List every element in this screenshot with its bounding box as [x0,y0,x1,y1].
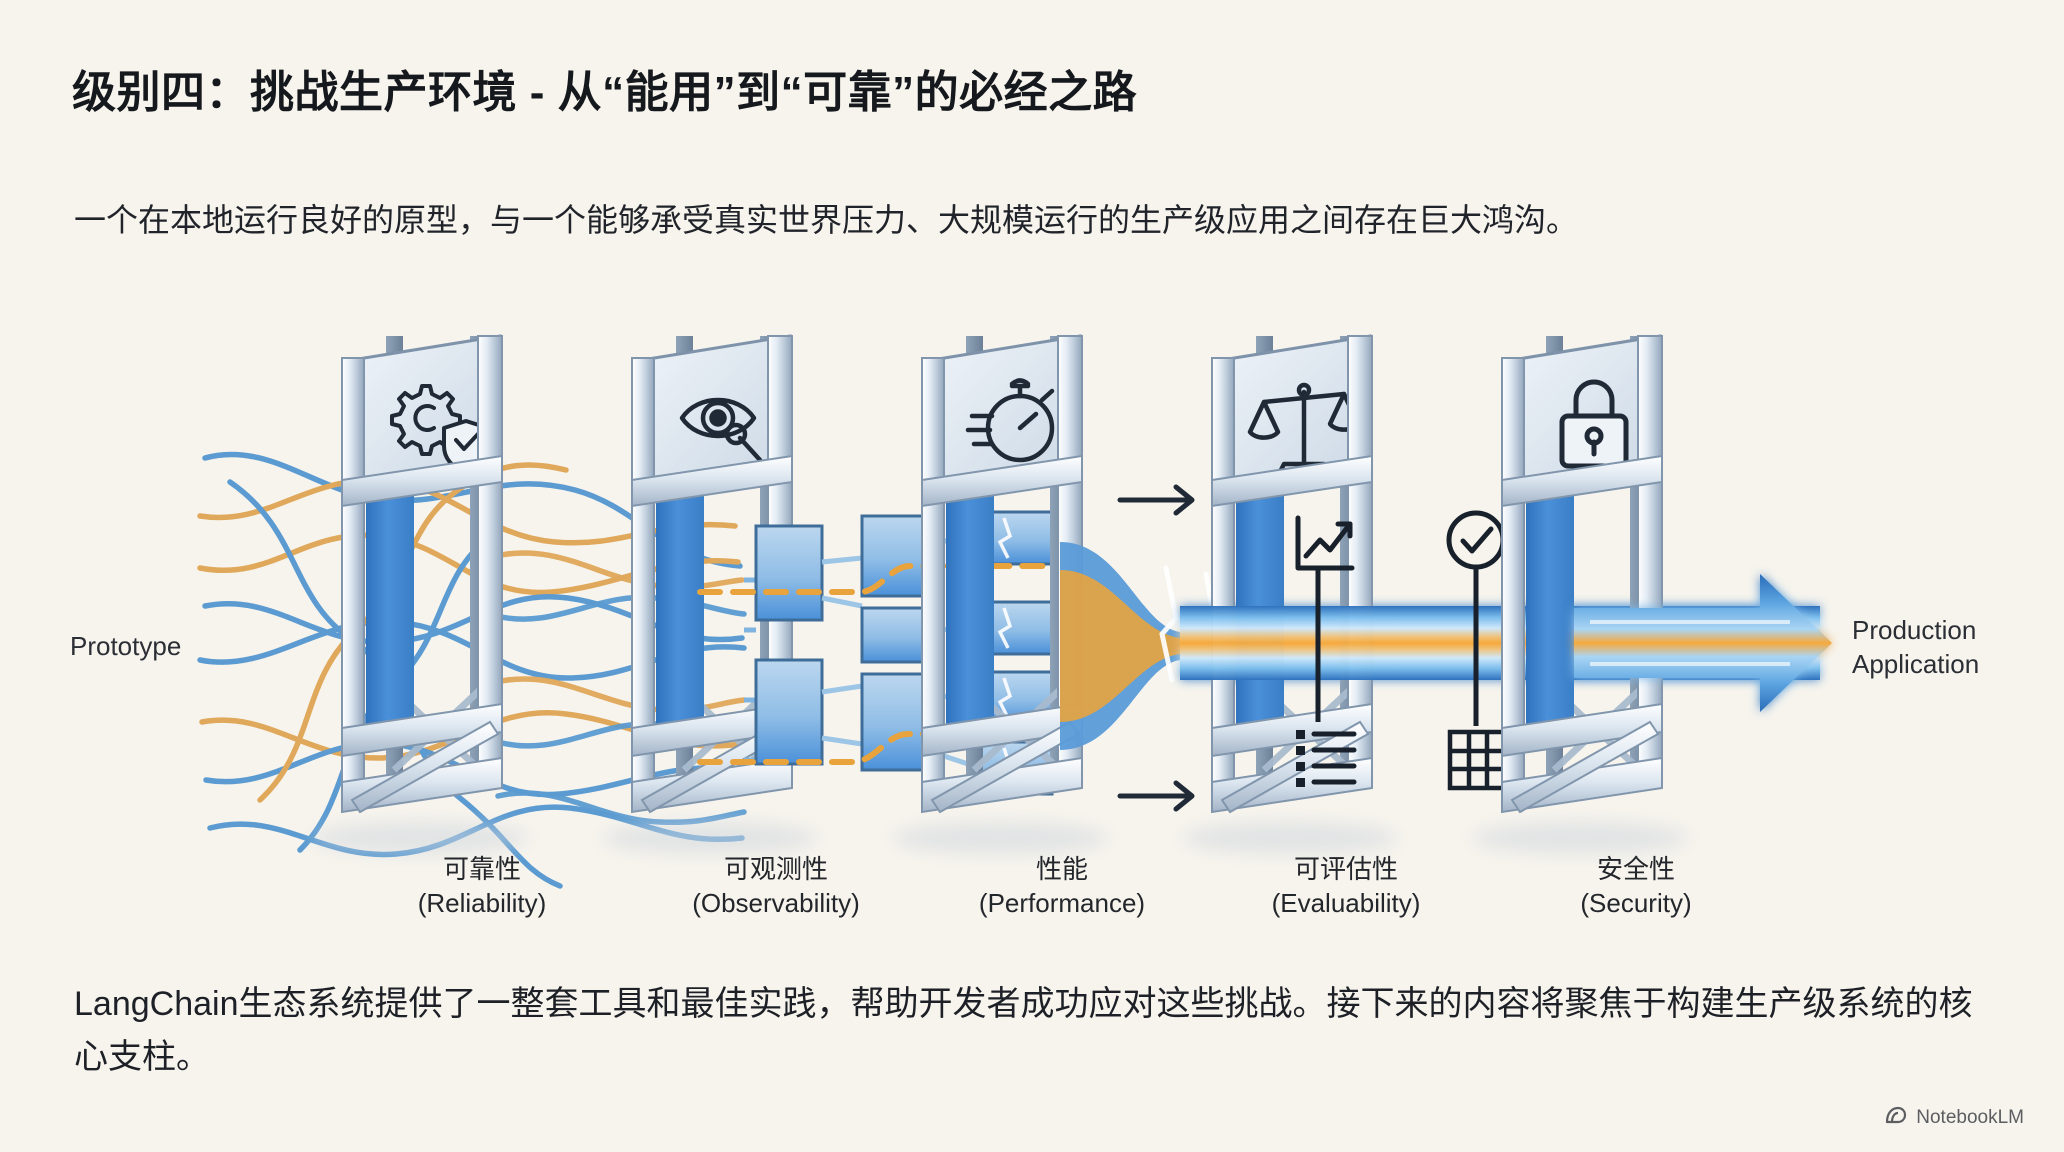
caption-performance-en: (Performance) [978,888,1146,919]
speed-arrow-icon [1117,484,1195,812]
caption-performance: 性能 (Performance) [902,852,1222,921]
page-title: 级别四：挑战生产环境 - 从“能用”到“可靠”的必经之路 [72,68,1138,117]
caption-reliability-cn: 可靠性 [442,854,521,884]
flow-convergence [1060,484,1217,812]
pillar-evaluability [1182,334,1398,854]
caption-evaluability: 可评估性 (Evaluability) [1186,852,1506,921]
summary-paragraph: LangChain生态系统提供了一整套工具和最佳实践，帮助开发者成功应对这些挑战… [74,985,1973,1076]
intro-paragraph: 一个在本地运行良好的原型，与一个能够承受真实世界压力、大规模运行的生产级应用之间… [74,202,1579,238]
caption-security-cn: 安全性 [1596,854,1675,884]
caption-performance-cn: 性能 [1035,854,1088,884]
eye-magnifier-icon [679,397,763,463]
pillar-captions: 可靠性 (Reliability) 可观测性 (Observability) 性… [0,852,2064,952]
evaluation-icons [1295,510,1509,791]
production-label-line1: Production [1852,615,1977,645]
pillar-security [1472,334,1688,854]
caption-observability-cn: 可观测性 [723,854,828,884]
caption-security: 安全性 (Security) [1476,852,1796,921]
check-circle-icon [1446,510,1506,570]
caption-observability-en: (Observability) [692,888,860,919]
pillar-reliability [312,334,528,854]
production-label-line2: Application [1852,648,1980,679]
production-arrow [1574,574,1832,712]
caption-observability: 可观测性 (Observability) [616,852,936,921]
line-chart-icon [1295,515,1355,571]
production-application-label: Production Application [1852,614,1979,682]
caption-reliability: 可靠性 (Reliability) [322,852,642,921]
caption-evaluability-cn: 可评估性 [1293,854,1398,884]
prototype-label: Prototype [70,631,182,661]
notebooklm-label: NotebookLM [1916,1107,2024,1128]
grid-table-icon [1447,729,1509,791]
caption-security-en: (Security) [1580,888,1692,919]
bullet-list-icon [1296,730,1357,787]
caption-reliability-en: (Reliability) [417,888,547,919]
stopwatch-icon [965,378,1055,463]
pipeline-diagram [0,330,2064,930]
caption-evaluability-en: (Evaluability) [1271,888,1421,919]
notebooklm-logo-icon [1885,1106,1907,1130]
notebooklm-watermark: NotebookLM [1885,1106,2024,1130]
